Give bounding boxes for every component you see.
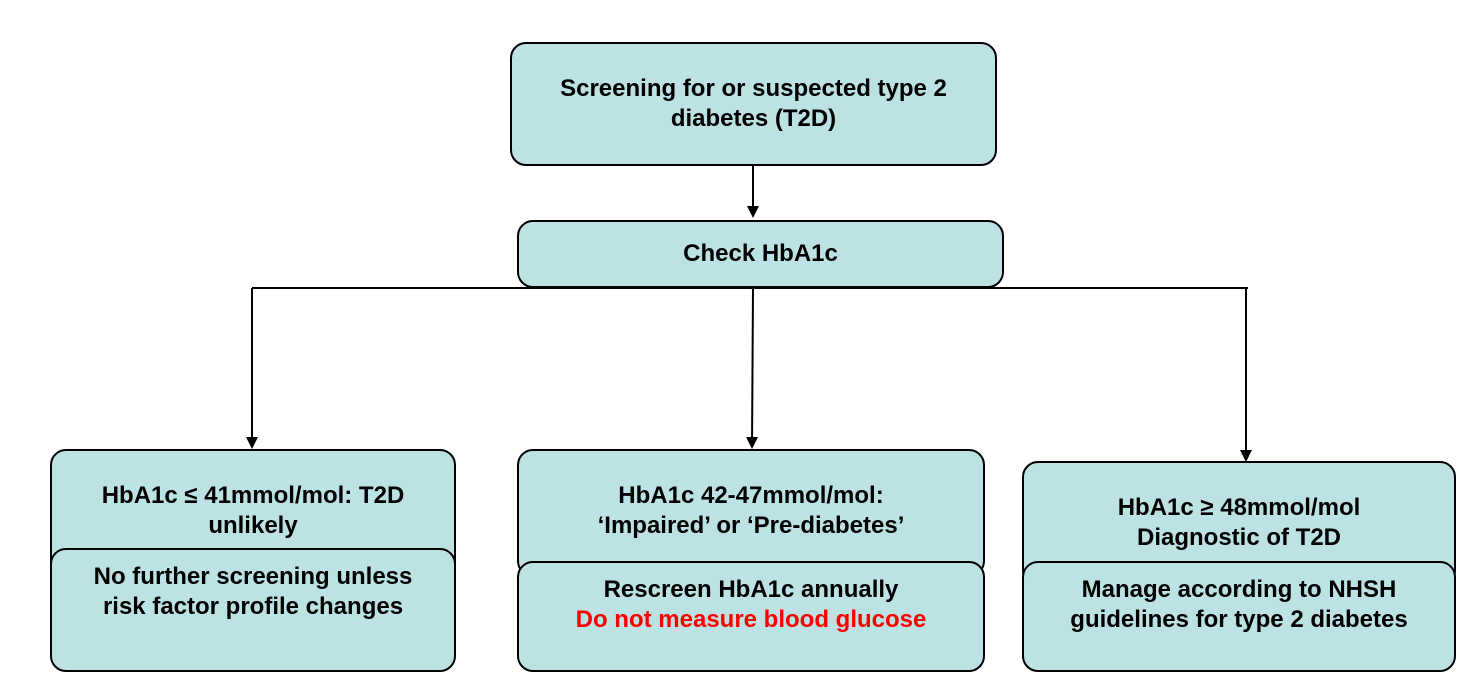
node-text-line: Check HbA1c [683, 240, 838, 267]
node-mid-action: Rescreen HbA1c annually Do not measure b… [517, 561, 985, 672]
node-low-action: No further screening unless risk factor … [50, 548, 456, 672]
node-text-line: Screening for or suspected type 2 [560, 75, 947, 102]
node-text-line: unlikely [208, 512, 298, 539]
node-hba1c-mid: HbA1c 42-47mmol/mol: ‘Impaired’ or ‘Pre-… [517, 449, 985, 577]
node-text-line: risk factor profile changes [102, 593, 404, 620]
arrow-check-to-mid [746, 287, 759, 449]
node-text-line: ‘Impaired’ or ‘Pre-diabetes’ [597, 512, 905, 539]
warning-text: Do not measure blood glucose [575, 606, 927, 633]
node-text-line: HbA1c 42-47mmol/mol: [618, 482, 884, 509]
node-text-line: Rescreen HbA1c annually [603, 576, 899, 603]
node-high-action: Manage according to NHSH guidelines for … [1022, 561, 1456, 672]
node-text-line: HbA1c ≤ 41mmol/mol: T2D [101, 482, 405, 509]
node-text-line: guidelines for type 2 diabetes [1070, 606, 1408, 633]
node-text-line: No further screening unless [93, 563, 413, 590]
node-text-line: diabetes (T2D) [670, 105, 837, 132]
node-text-line: HbA1c ≥ 48mmol/mol [1117, 494, 1361, 521]
node-text-line: Manage according to NHSH [1081, 576, 1397, 603]
node-text-line: Diagnostic of T2D [1136, 524, 1341, 551]
node-check-hba1c: Check HbA1c [517, 220, 1004, 288]
node-hba1c-low: HbA1c ≤ 41mmol/mol: T2D unlikely [50, 449, 456, 584]
node-screening-suspected-t2d: Screening for or suspected type 2 diabet… [510, 42, 997, 166]
